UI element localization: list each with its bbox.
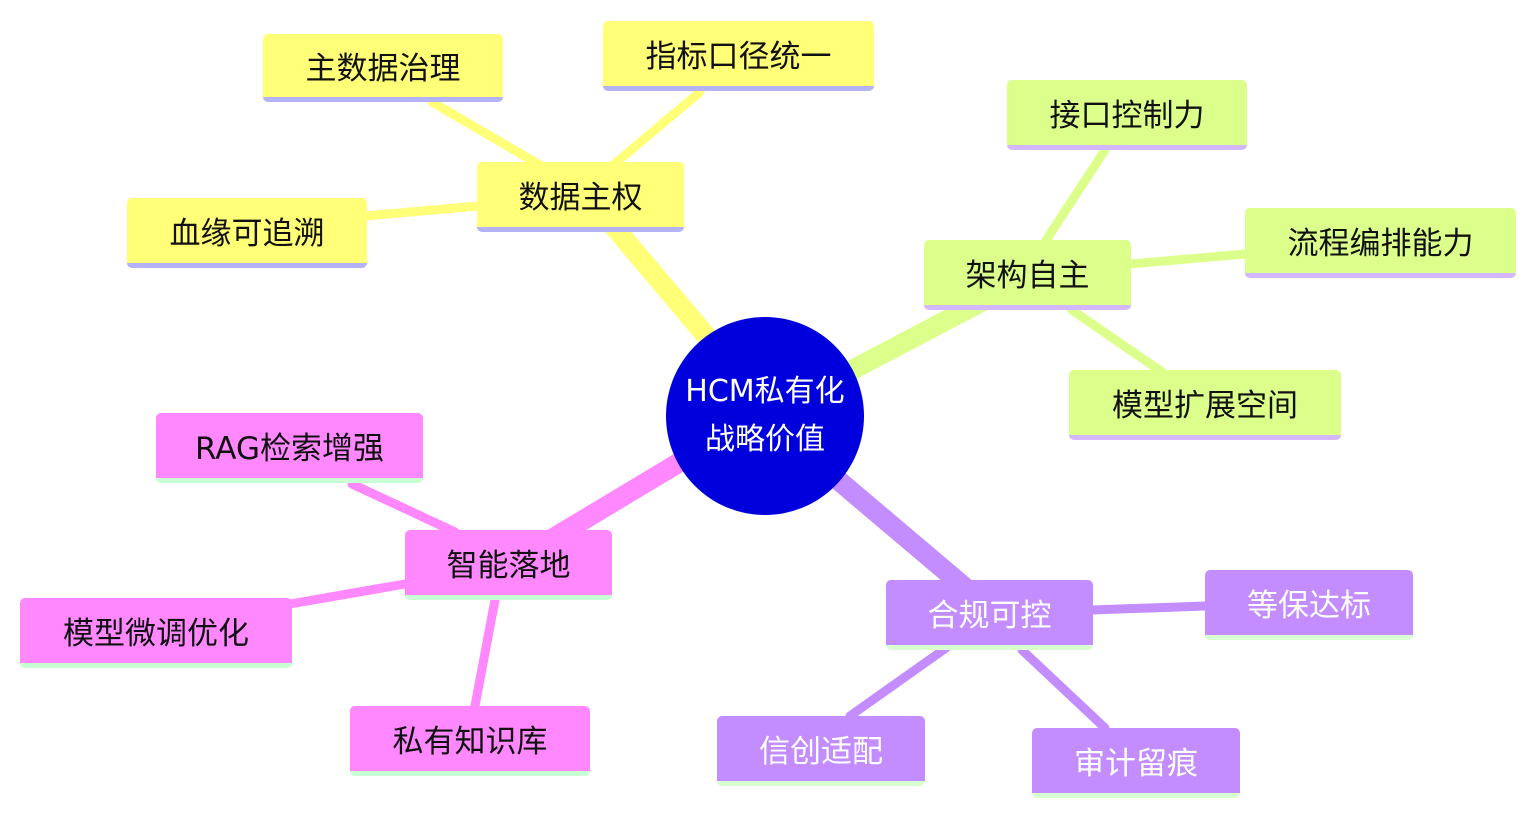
link-int-finetune [285,579,410,609]
leaf-interface-control: 接口控制力 [1007,80,1247,150]
leaf-rag-retrieval: RAG检索增强 [156,413,423,483]
leaf-audit-trail: 审计留痕 [1032,728,1240,798]
leaf-lineage-traceable: 血缘可追溯 [127,198,367,268]
leaf-master-data-governance: 主数据治理 [263,34,503,102]
link-comp-audit [1017,645,1110,733]
leaf-mlps-compliance: 等保达标 [1205,570,1413,640]
leaf-model-extension: 模型扩展空间 [1069,370,1341,440]
link-int-kb [470,595,500,711]
leaf-flow-orchestration: 流程编排能力 [1245,208,1516,278]
root-line-2: 战略价值 [705,422,825,457]
link-arch-flow [1125,249,1250,269]
root-line-1: HCM私有化 [685,374,845,409]
leaf-model-finetuning: 模型微调优化 [20,598,292,668]
root-node: HCM私有化 战略价值 [666,317,864,515]
link-ds-master-data [427,97,550,173]
link-root-data-sovereignty [600,212,718,348]
link-comp-mlps [1087,601,1210,615]
branch-data-sovereignty: 数据主权 [477,162,684,232]
leaf-xinchuang-adaptation: 信创适配 [717,716,925,786]
link-ds-lineage [361,201,483,221]
leaf-metric-unification: 指标口径统一 [603,21,874,91]
link-root-architecture [842,290,995,380]
link-arch-interface [1040,145,1110,247]
link-root-compliance [828,470,978,600]
leaf-private-knowledge-base: 私有知识库 [350,706,590,776]
link-ds-metric [607,87,705,171]
branch-compliance: 合规可控 [886,580,1093,650]
link-comp-xinchuang [845,643,951,721]
branch-architecture-autonomy: 架构自主 [924,240,1131,310]
link-int-rag [347,479,460,537]
link-root-intelligence [540,452,690,550]
link-arch-model [1067,305,1167,377]
branch-intelligence-landing: 智能落地 [405,530,612,600]
